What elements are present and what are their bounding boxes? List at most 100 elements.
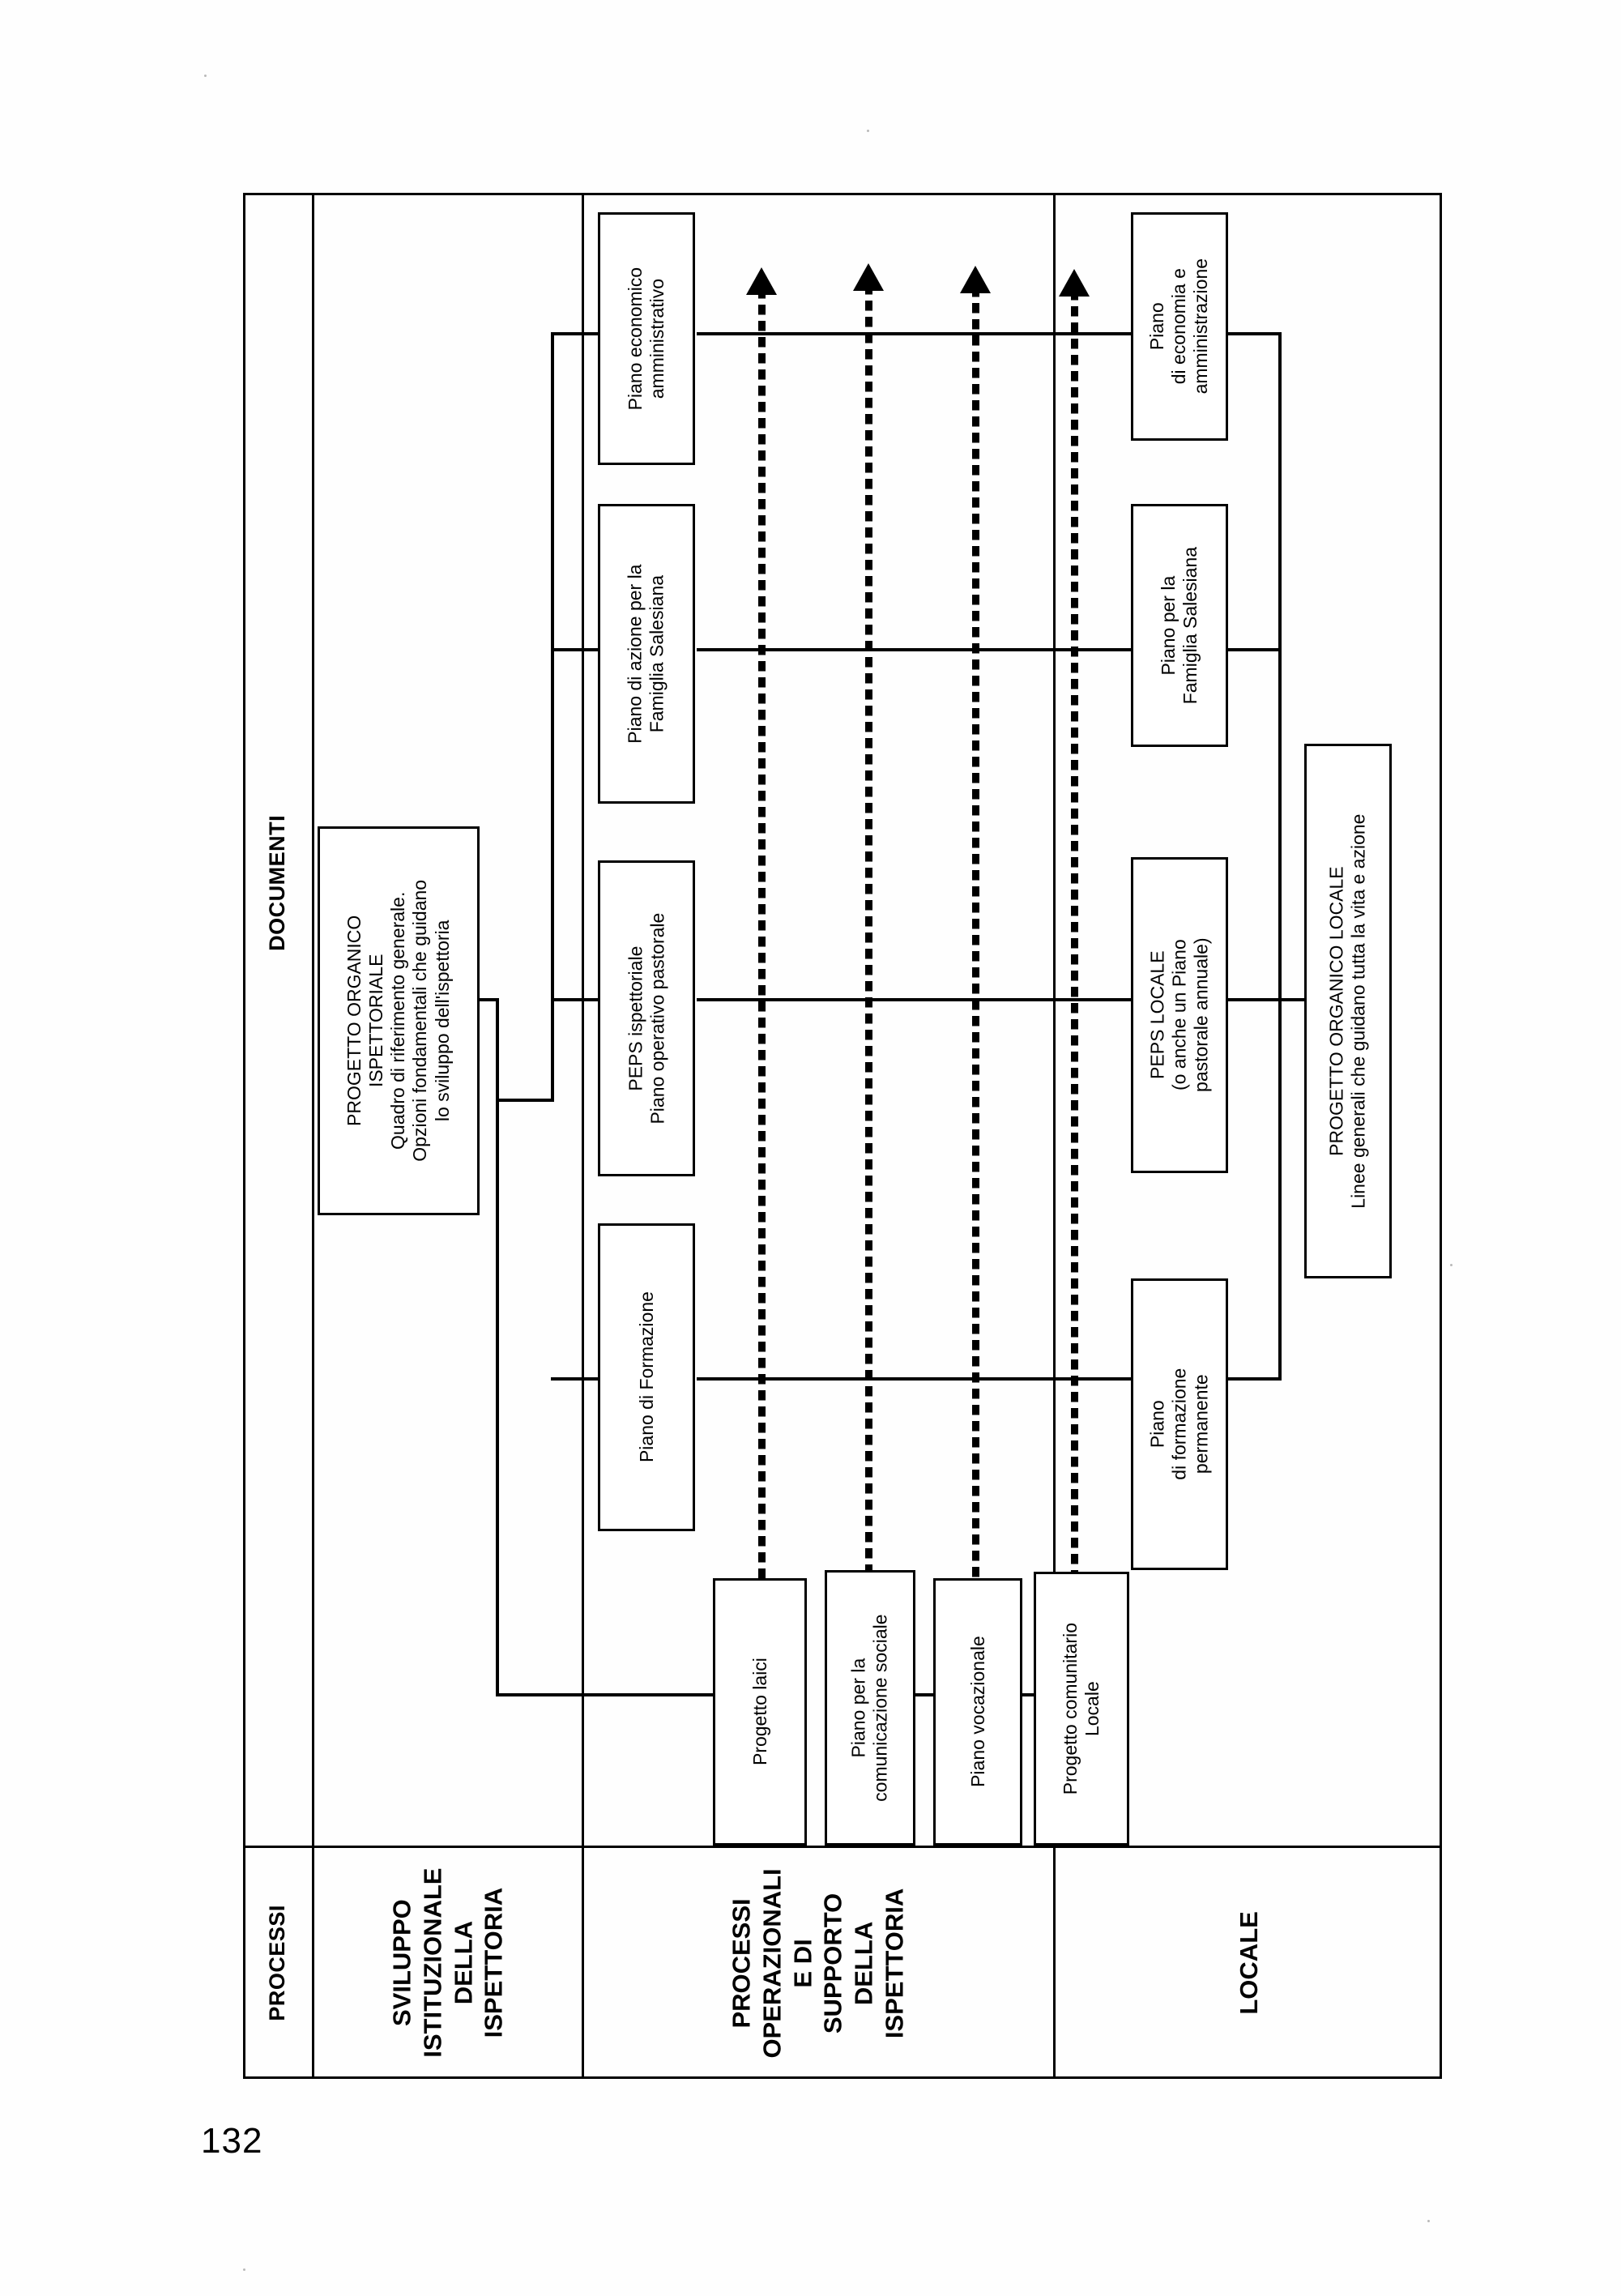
header-documenti-label: DOCUMENTI bbox=[265, 815, 290, 951]
pcs-line1: Piano per la bbox=[847, 1658, 869, 1758]
pfsl-line1: Piano per la bbox=[1157, 575, 1179, 676]
connector-spine-to-lower-boxes bbox=[496, 1693, 723, 1696]
box-progetto-laici-text: Progetto laici bbox=[749, 1658, 770, 1766]
connector-locale-collector bbox=[1278, 332, 1282, 1381]
poi-line3: Quadro di riferimento generale. bbox=[387, 891, 409, 1150]
row-label-locale: LOCALE bbox=[1056, 1847, 1442, 2079]
row-label-sviluppo-istituzionale: SVILUPPO ISTITUZIONALE DELLA ISPETTORIA bbox=[316, 1847, 580, 2079]
box-piano-economico-amministrativo[interactable]: Piano economico amministrativo bbox=[598, 212, 695, 465]
row-label-oper-line5: DELLA bbox=[849, 1921, 878, 2005]
box-piano-di-formazione-text: Piano di Formazione bbox=[635, 1291, 657, 1463]
row-label-oper-line2: OPERAZIONALI bbox=[757, 1867, 787, 2059]
row-label-sviluppo-line1: SVILUPPO bbox=[387, 1899, 416, 2027]
poi-line1: PROGETTO ORGANICO bbox=[343, 915, 365, 1127]
pcl-line1: Progetto comunitario bbox=[1059, 1622, 1081, 1795]
poi-line5: lo sviluppo dell'ispettoria bbox=[431, 920, 453, 1122]
box-piano-economia-amministrazione[interactable]: Piano di economia e amministrazione bbox=[1131, 212, 1228, 441]
pea-line1: Piano economico bbox=[624, 267, 646, 411]
peps-isp-line2: Piano operativo pastorale bbox=[646, 912, 668, 1125]
pafs-line2: Famiglia Salesiana bbox=[646, 574, 668, 733]
box-progetto-comunitario-locale[interactable]: Progetto comunitario Locale bbox=[1034, 1572, 1129, 1846]
box-piano-di-formazione[interactable]: Piano di Formazione bbox=[598, 1223, 695, 1531]
scan-speck bbox=[204, 75, 207, 77]
box-peps-locale[interactable]: PEPS LOCALE (o anche un Piano pastorale … bbox=[1131, 857, 1228, 1173]
box-piano-economia-amministrazione-text: Piano di economia e amministrazione bbox=[1146, 258, 1212, 394]
pean-line3: amministrazione bbox=[1190, 258, 1212, 395]
peps-isp-line1: PEPS ispettoriale bbox=[624, 945, 646, 1091]
box-piano-azione-famiglia-salesiana[interactable]: Piano di azione per la Famiglia Salesian… bbox=[598, 504, 695, 804]
pfp-line2: di formazione bbox=[1168, 1368, 1190, 1481]
page-number: 132 bbox=[201, 2121, 263, 2161]
scan-speck bbox=[867, 130, 869, 132]
row-label-sviluppo-line3: DELLA bbox=[449, 1921, 477, 2005]
box-piano-vocazionale-text: Piano vocazionale bbox=[966, 1636, 988, 1788]
pcl-line2: Locale bbox=[1081, 1681, 1103, 1736]
dotted-arrow-2 bbox=[853, 263, 884, 1632]
box-piano-formazione-permanente[interactable]: Piano di formazione permanente bbox=[1131, 1278, 1228, 1570]
pean-line2: di economia e bbox=[1168, 268, 1190, 385]
row-label-oper-line3: E DI bbox=[788, 1938, 817, 1988]
box-peps-ispettoriale-text: PEPS ispettoriale Piano operativo pastor… bbox=[625, 913, 668, 1125]
pcs-line2: comunicazione sociale bbox=[870, 1614, 891, 1802]
frame-divider-horizontal bbox=[243, 1846, 1442, 1848]
peps-loc-line3: pastorale annuale) bbox=[1190, 937, 1212, 1093]
connector-spine-ispettoriale bbox=[496, 998, 499, 1696]
pfsl-line2: Famiglia Salesiana bbox=[1179, 546, 1201, 705]
box-piano-vocazionale[interactable]: Piano vocazionale bbox=[933, 1578, 1022, 1846]
pol-line2: Linee generali che guidano tutta la vita… bbox=[1348, 813, 1370, 1209]
pol-line1: PROGETTO ORGANICO LOCALE bbox=[1325, 866, 1347, 1156]
pfp-line1: Piano bbox=[1146, 1400, 1168, 1449]
box-piano-economico-text: Piano economico amministrativo bbox=[625, 267, 668, 410]
frame-divider-1 bbox=[312, 193, 314, 2079]
header-processi-label: PROCESSI bbox=[265, 1905, 290, 2021]
box-piano-comunicazione-text: Piano per la comunicazione sociale bbox=[848, 1614, 892, 1801]
poi-line4: Opzioni fondamentali che guidano bbox=[409, 880, 431, 1162]
row-label-sviluppo-line4: ISPETTORIA bbox=[479, 1888, 508, 2038]
connector-famiglia-to-locale bbox=[697, 648, 1280, 651]
arrow-stem bbox=[758, 288, 766, 1628]
row-label-processi-operazionali: PROCESSI OPERAZIONALI E DI SUPPORTO DELL… bbox=[585, 1847, 1052, 2079]
connector-top-branch-spine bbox=[551, 332, 554, 1102]
frame-divider-2 bbox=[582, 193, 584, 2079]
arrow-stem bbox=[1071, 290, 1078, 1638]
box-progetto-organico-locale[interactable]: PROGETTO ORGANICO LOCALE Linee generali … bbox=[1304, 744, 1392, 1278]
connector-ispettoriale-to-spine bbox=[479, 998, 499, 1001]
dotted-arrow-3 bbox=[960, 266, 991, 1635]
poi-line2: ISPETTORIALE bbox=[365, 954, 387, 1088]
pea-line2: amministrativo bbox=[646, 278, 668, 399]
box-piano-comunicazione-sociale[interactable]: Piano per la comunicazione sociale bbox=[825, 1570, 915, 1846]
row-label-locale-text: LOCALE bbox=[1235, 1911, 1264, 2015]
arrow-stem bbox=[972, 287, 979, 1635]
arrow-stem bbox=[865, 284, 872, 1632]
scan-speck bbox=[243, 2268, 245, 2271]
box-progetto-organico-ispettoriale-text: PROGETTO ORGANICO ISPETTORIALE Quadro di… bbox=[343, 880, 454, 1162]
connector-spine-join bbox=[496, 1099, 554, 1102]
row-label-oper-line6: ISPETTORIA bbox=[880, 1888, 909, 2038]
diagram-outer-frame bbox=[243, 193, 1442, 2079]
row-label-oper-line4: SUPPORTO bbox=[818, 1893, 847, 2034]
box-piano-formazione-permanente-text: Piano di formazione permanente bbox=[1146, 1368, 1212, 1480]
pafs-line1: Piano di azione per la bbox=[624, 564, 646, 744]
box-progetto-organico-locale-text: PROGETTO ORGANICO LOCALE Linee generali … bbox=[1326, 813, 1370, 1208]
peps-loc-line1: PEPS LOCALE bbox=[1146, 950, 1168, 1080]
peps-loc-line2: (o anche un Piano bbox=[1168, 939, 1190, 1091]
box-progetto-laici[interactable]: Progetto laici bbox=[713, 1578, 807, 1846]
row-label-sviluppo-text: SVILUPPO ISTITUZIONALE DELLA ISPETTORIA bbox=[386, 1868, 509, 2058]
scan-speck bbox=[1427, 2220, 1430, 2222]
row-label-oper-line1: PROCESSI bbox=[727, 1897, 756, 2029]
connector-comunicazione-stub bbox=[891, 1693, 940, 1696]
box-piano-famiglia-salesiana-locale[interactable]: Piano per la Famiglia Salesiana bbox=[1131, 504, 1228, 747]
box-piano-famiglia-salesiana-locale-text: Piano per la Famiglia Salesiana bbox=[1158, 547, 1201, 704]
row-label-operazionali-text: PROCESSI OPERAZIONALI E DI SUPPORTO DELL… bbox=[727, 1868, 911, 2058]
header-documenti: DOCUMENTI bbox=[243, 729, 313, 1037]
connector-economico-to-locale bbox=[697, 332, 1280, 335]
box-peps-ispettoriale[interactable]: PEPS ispettoriale Piano operativo pastor… bbox=[598, 860, 695, 1176]
box-progetto-organico-ispettoriale[interactable]: PROGETTO ORGANICO ISPETTORIALE Quadro di… bbox=[318, 826, 480, 1215]
box-progetto-comunitario-text: Progetto comunitario Locale bbox=[1060, 1623, 1103, 1795]
connector-peps-to-locale bbox=[697, 998, 1280, 1001]
box-piano-azione-famiglia-text: Piano di azione per la Famiglia Salesian… bbox=[625, 564, 668, 743]
dotted-arrow-1 bbox=[746, 267, 777, 1628]
dotted-arrow-4 bbox=[1059, 269, 1090, 1638]
box-peps-locale-text: PEPS LOCALE (o anche un Piano pastorale … bbox=[1146, 938, 1212, 1093]
